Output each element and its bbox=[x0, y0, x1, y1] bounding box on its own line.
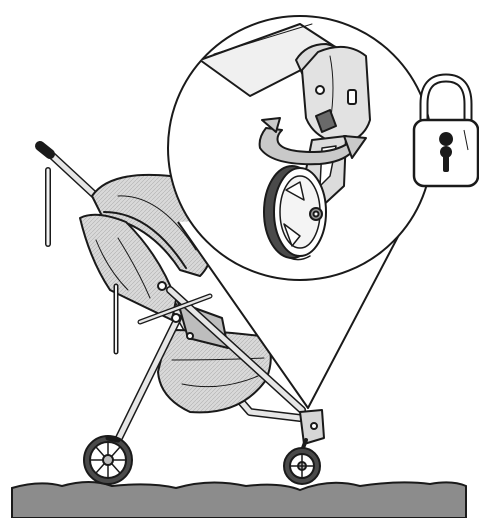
ground bbox=[12, 482, 466, 518]
padlock-locked-icon bbox=[414, 78, 478, 186]
swivel-housing bbox=[302, 47, 370, 144]
stroller-rear-wheel bbox=[84, 436, 132, 484]
stroller-front-wheel bbox=[284, 410, 324, 484]
